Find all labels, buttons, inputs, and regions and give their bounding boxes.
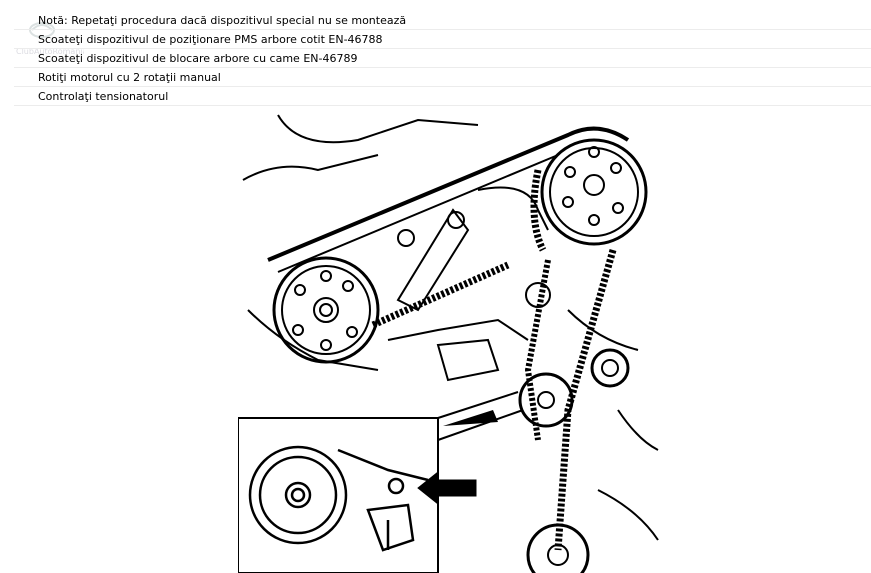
timing-belt-diagram (238, 110, 663, 573)
instruction-step: Scoateţi dispozitivul de blocare arbore … (14, 50, 871, 68)
instruction-step: Controlaţi tensionatorul (14, 88, 871, 106)
instruction-list: Notă: Repetaţi procedura dacă dispozitiv… (14, 12, 871, 107)
instruction-step: Rotiţi motorul cu 2 rotaţii manual (14, 69, 871, 87)
arrow-right-icon (417, 470, 477, 506)
instruction-step: Notă: Repetaţi procedura dacă dispozitiv… (14, 12, 871, 30)
instruction-step: Scoateţi dispozitivul de poziţionare PMS… (14, 31, 871, 49)
